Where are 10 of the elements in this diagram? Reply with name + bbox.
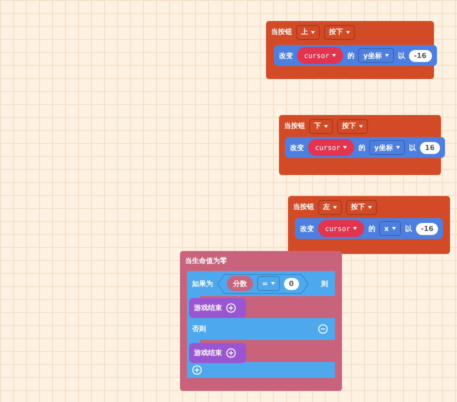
action-block [189, 343, 246, 363]
event-block [180, 251, 342, 391]
change-block [274, 45, 437, 66]
comparison-hexagon [217, 274, 309, 294]
change-block [285, 137, 445, 158]
event-block [266, 21, 434, 79]
change-block [295, 218, 444, 239]
action-block [189, 298, 246, 318]
if-else-block [187, 271, 335, 378]
event-block [288, 196, 450, 254]
